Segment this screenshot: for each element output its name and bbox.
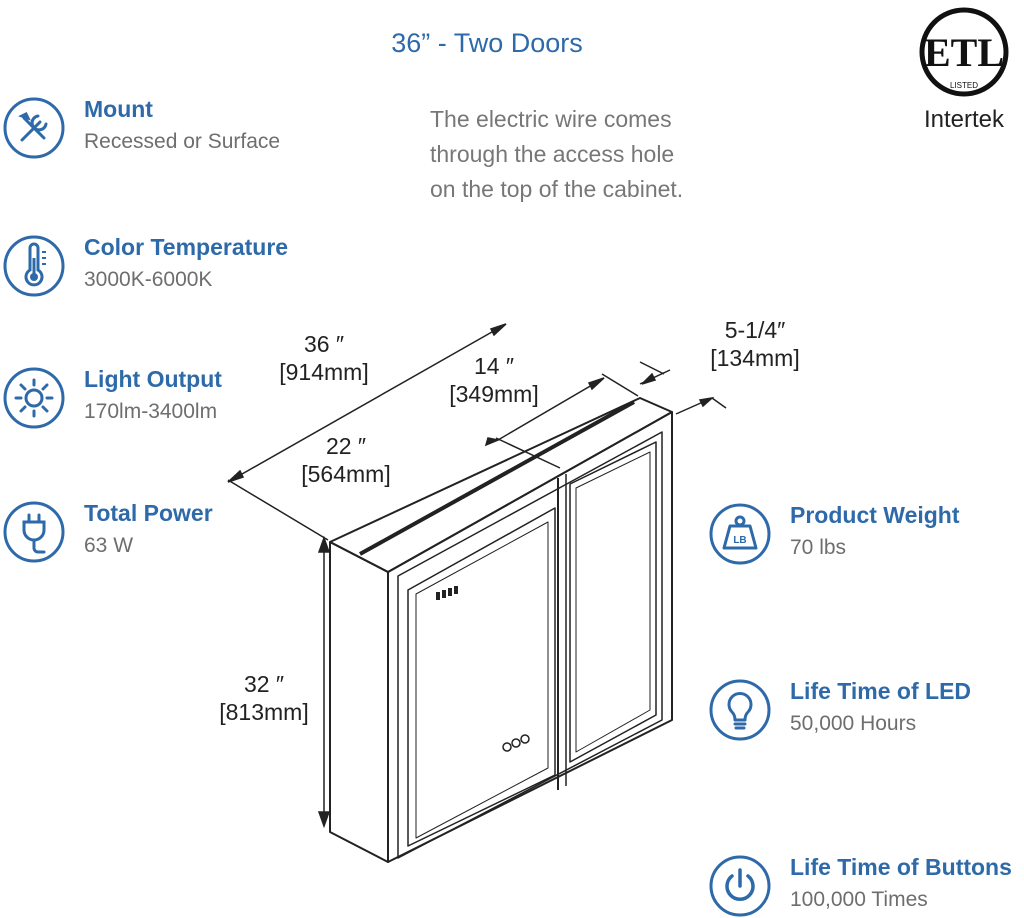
thermometer-icon [3, 235, 65, 297]
left-door-mirror [415, 521, 549, 839]
width-dimension: 36 ″ [914mm] [264, 330, 384, 386]
right-door-mirror [575, 451, 651, 753]
spec-value: 63 W [84, 534, 134, 557]
door-right-dimension-line [497, 377, 605, 441]
door-left-dimension: 22 ″ [564mm] [286, 432, 406, 488]
depth-metric: [134mm] [710, 345, 800, 371]
etl-listed-logo: ETL LISTED [919, 7, 1009, 97]
depth-dimension: 5-1/4″ [134mm] [700, 316, 810, 372]
spec-value: 170lm-3400lm [84, 400, 218, 423]
door-right-dimension: 14 ″ [349mm] [434, 352, 554, 408]
door-frame [397, 431, 663, 859]
width-dimension-line [227, 323, 507, 483]
door-right-metric: [349mm] [449, 381, 539, 407]
certification-badge: ETL LISTED Intertek [908, 6, 1020, 146]
spec-value: 3000K-6000K [84, 268, 213, 291]
door-display [436, 586, 458, 600]
height-imperial: 32 ″ [243, 671, 285, 697]
spec-value: 100,000 Times [790, 888, 928, 911]
weight-icon-text: LB [733, 535, 746, 546]
certification-brand: Intertek [923, 106, 1005, 133]
wiring-note-line: on the top of the cabinet. [430, 176, 684, 202]
listed-text: LISTED [950, 81, 978, 90]
touch-buttons [502, 734, 530, 752]
etl-mark-text: ETL [924, 30, 1004, 75]
door-right-imperial: 14 ″ [473, 353, 515, 379]
tools-icon [3, 97, 65, 159]
depth-imperial: 5-1/4″ [724, 317, 786, 343]
top-edge-accent [359, 400, 635, 556]
height-dimension: 32 ″ [813mm] [204, 670, 324, 726]
spec-label: Life Time of Buttons [790, 854, 1012, 880]
power-plug-icon [3, 501, 65, 563]
spec-label: Color Temperature [84, 234, 289, 260]
spec-value: 50,000 Hours [790, 712, 917, 735]
spec-label: Light Output [84, 366, 222, 392]
height-metric: [813mm] [219, 699, 309, 725]
sun-icon [3, 367, 65, 429]
weight-icon: LB [709, 503, 771, 565]
wiring-note-line: The electric wire comes [430, 106, 672, 132]
right-door-light-frame [569, 441, 657, 763]
spec-label: Total Power [84, 500, 213, 526]
cabinet-front-face [387, 411, 673, 863]
width-metric: [914mm] [279, 359, 369, 385]
door-left-metric: [564mm] [301, 461, 391, 487]
cabinet-side-panel [329, 541, 389, 863]
door-left-imperial: 22 ″ [325, 433, 367, 459]
power-button-icon [709, 855, 771, 917]
spec-value: 70 lbs [790, 536, 847, 559]
spec-value: Recessed or Surface [84, 130, 281, 153]
wiring-note: The electric wire comes through the acce… [430, 102, 683, 207]
wiring-note-line: through the access hole [430, 141, 675, 167]
bulb-icon [709, 679, 771, 741]
spec-label: Mount [84, 96, 153, 122]
width-imperial: 36 ″ [303, 331, 345, 357]
spec-label: Product Weight [790, 502, 960, 528]
spec-label: Life Time of LED [790, 678, 972, 704]
page-title: 36” - Two Doors [391, 28, 583, 58]
left-door-light-frame [407, 507, 556, 847]
